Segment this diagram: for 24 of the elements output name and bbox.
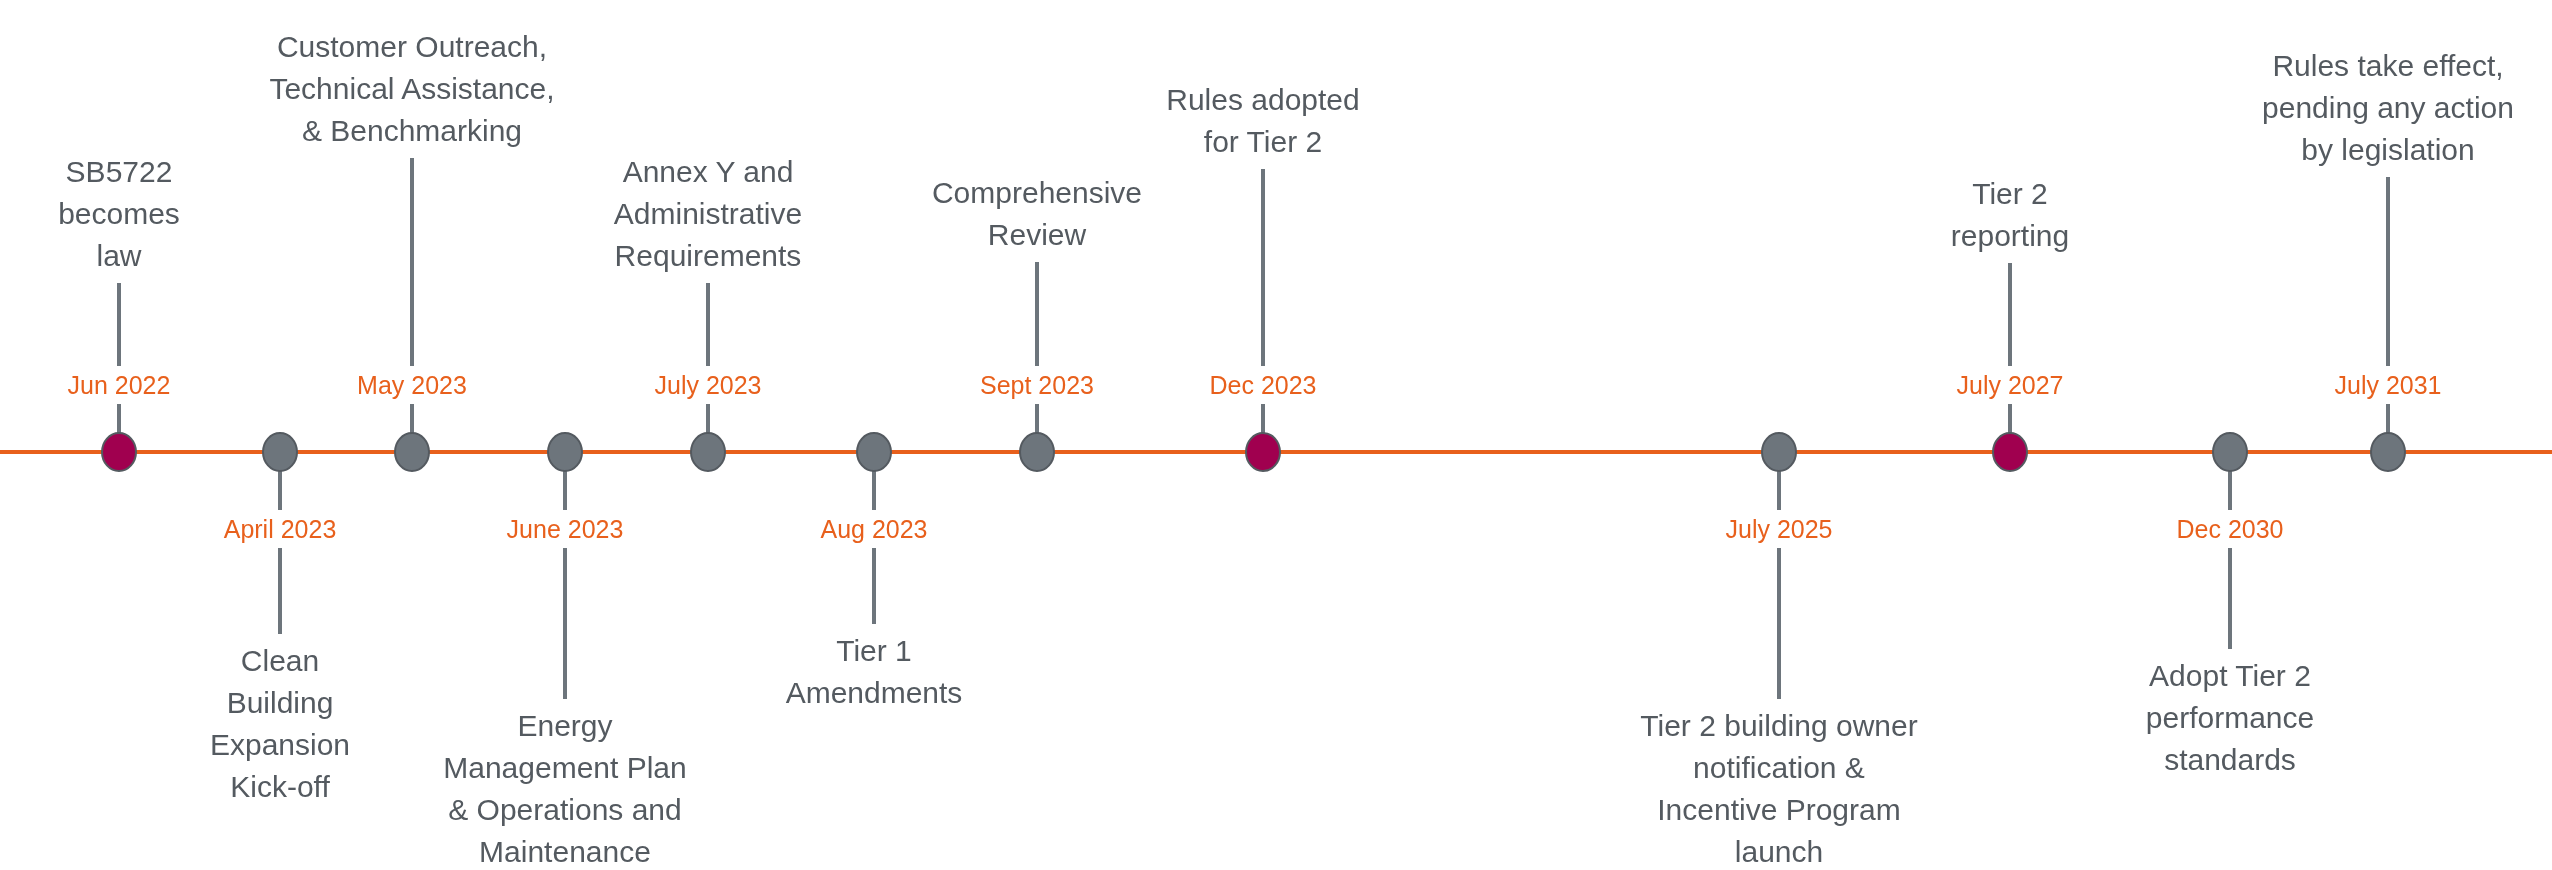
milestone-dot — [1019, 432, 1055, 472]
milestone-text: Tier 2 reporting — [1949, 176, 2071, 254]
milestone-dot — [856, 432, 892, 472]
milestone-dot — [1761, 432, 1797, 472]
milestone-text: SB5722 becomes law — [57, 154, 181, 274]
milestone-text: Energy Management Plan & Operations and Maintenance — [442, 708, 688, 870]
milestone-text: Tier 1 Amendments — [784, 633, 964, 711]
milestone-text: Rules take effect, pending any action by legislation — [2261, 48, 2515, 168]
milestone-dot — [1992, 432, 2028, 472]
milestone-text: Comprehensive Review — [930, 175, 1144, 253]
milestone-text: Annex Y and Administrative Requirements — [612, 154, 804, 274]
milestone-dot — [2370, 432, 2406, 472]
milestone-text: Clean Building Expansion Kick-off — [208, 643, 352, 805]
milestone-text: Customer Outreach, Technical Assistance, & Benchmarking — [268, 29, 556, 149]
milestone-text: Adopt Tier 2 performance standards — [2144, 658, 2316, 778]
milestone-text: Tier 2 building owner notification & Incentive Program launch — [1639, 708, 1919, 870]
milestone-dot — [101, 432, 137, 472]
milestone-dot — [547, 432, 583, 472]
milestone-dot — [2212, 432, 2248, 472]
milestone-text: Rules adopted for Tier 2 — [1165, 82, 1361, 160]
milestone-dot — [262, 432, 298, 472]
milestone-dot — [394, 432, 430, 472]
milestone-dot — [1245, 432, 1281, 472]
milestone-dot — [690, 432, 726, 472]
